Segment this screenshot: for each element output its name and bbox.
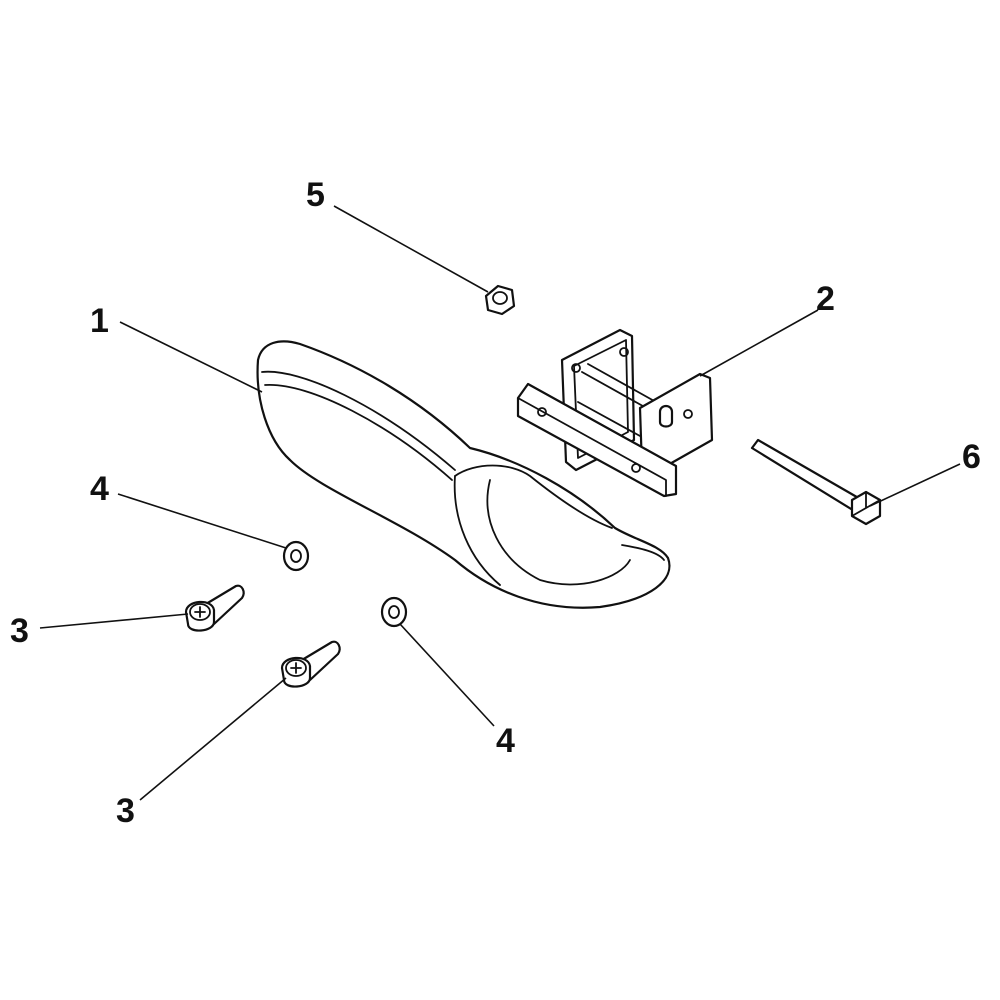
part-6-bolt — [750, 438, 882, 526]
leader-6 — [869, 463, 961, 507]
part-2-bracket — [516, 328, 714, 498]
callout-1: 1 — [90, 302, 109, 340]
callout-4-upper: 4 — [90, 470, 109, 508]
part-5-nut — [484, 284, 516, 316]
leader-3-upper — [39, 613, 189, 629]
part-3-screw-lower — [280, 640, 341, 688]
leader-4-lower — [399, 623, 495, 727]
callout-6: 6 — [962, 438, 981, 476]
leader-3-lower — [139, 677, 287, 801]
leader-5 — [333, 205, 489, 293]
leader-2 — [699, 309, 819, 377]
part-4-washer-lower — [380, 596, 408, 628]
callout-2: 2 — [816, 280, 835, 318]
leader-4-upper — [117, 493, 287, 549]
leader-lines — [39, 205, 961, 801]
callout-3-upper: 3 — [10, 612, 29, 650]
callout-5: 5 — [306, 176, 325, 214]
part-4-washer-upper — [282, 540, 310, 572]
callout-labels: 1 2 3 3 4 4 5 6 — [10, 176, 981, 830]
part-3-screw-upper — [184, 584, 245, 632]
part-1-handle — [256, 340, 671, 609]
leader-1 — [119, 321, 263, 393]
callout-3-lower: 3 — [116, 792, 135, 830]
callout-4-lower: 4 — [496, 722, 515, 760]
